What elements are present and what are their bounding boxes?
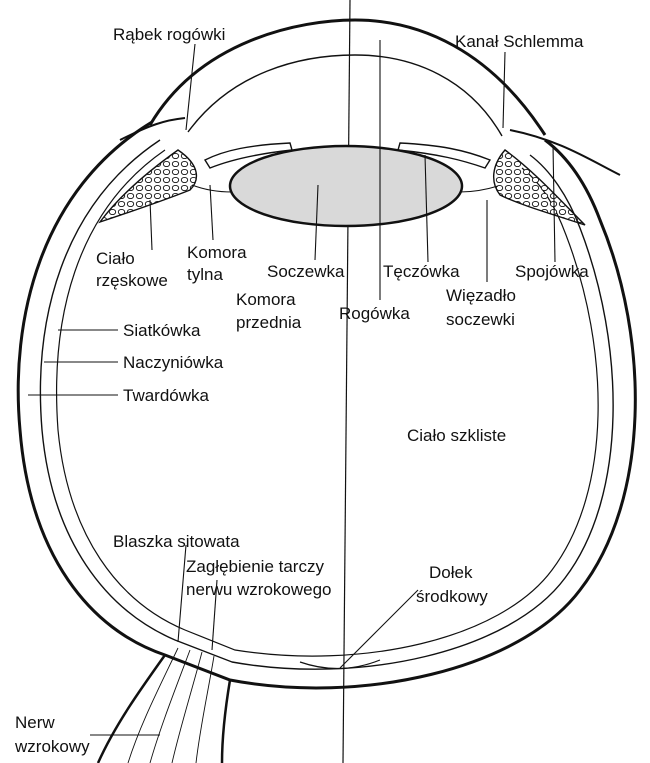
label-rabek-rogowki: Rąbek rogówki (113, 25, 225, 44)
optic-nerve-right-edge (222, 680, 230, 763)
label-kanal-schlemma: Kanał Schlemma (455, 32, 584, 51)
ciliary-body-right (494, 150, 585, 225)
zonule-right (460, 186, 498, 192)
cornea-inner (188, 55, 502, 136)
label-soczewka: Soczewka (267, 262, 345, 281)
label-komora-przednia-line1: Komora (236, 290, 296, 309)
label-cialo-rzeskowe-line2: rzęskowe (96, 271, 168, 290)
label-rogowka: Rogówka (339, 304, 410, 323)
label-cialo-rzeskowe-line1: Ciało (96, 249, 135, 268)
optic-nerve-fiber (128, 648, 178, 763)
label-cialo-szkliste: Ciało szkliste (407, 426, 506, 445)
label-dolek-line2: środkowy (416, 587, 488, 606)
label-nerw-line2: wzrokowy (14, 737, 90, 756)
label-naczyniowka: Naczyniówka (123, 353, 224, 372)
zonule-left (192, 185, 232, 192)
optic-nerve-fiber (172, 652, 202, 763)
label-twardowka: Twardówka (123, 386, 210, 405)
optic-nerve-fiber (196, 656, 214, 763)
label-wiezadlo-line2: soczewki (446, 310, 515, 329)
leader-lines (28, 40, 555, 735)
label-dolek-line1: Dołek (429, 563, 473, 582)
label-blaszka-sitowata: Blaszka sitowata (113, 532, 240, 551)
label-komora-tylna-line2: tylna (187, 265, 223, 284)
label-zaglebienie-line1: Zagłębienie tarczy (186, 557, 324, 576)
label-komora-tylna-line1: Komora (187, 243, 247, 262)
optical-axis-line (343, 0, 350, 763)
label-zaglebienie-line2: nerwu wzrokowego (186, 580, 332, 599)
label-teczowka: Tęczówka (383, 262, 460, 281)
label-spojowka: Spojówka (515, 262, 589, 281)
label-komora-przednia-line2: przednia (236, 313, 302, 332)
label-siatkowka: Siatkówka (123, 321, 201, 340)
label-wiezadlo-line1: Więzadło (446, 286, 516, 305)
label-nerw-line1: Nerw (15, 713, 55, 732)
ciliary-body-left (100, 150, 196, 222)
